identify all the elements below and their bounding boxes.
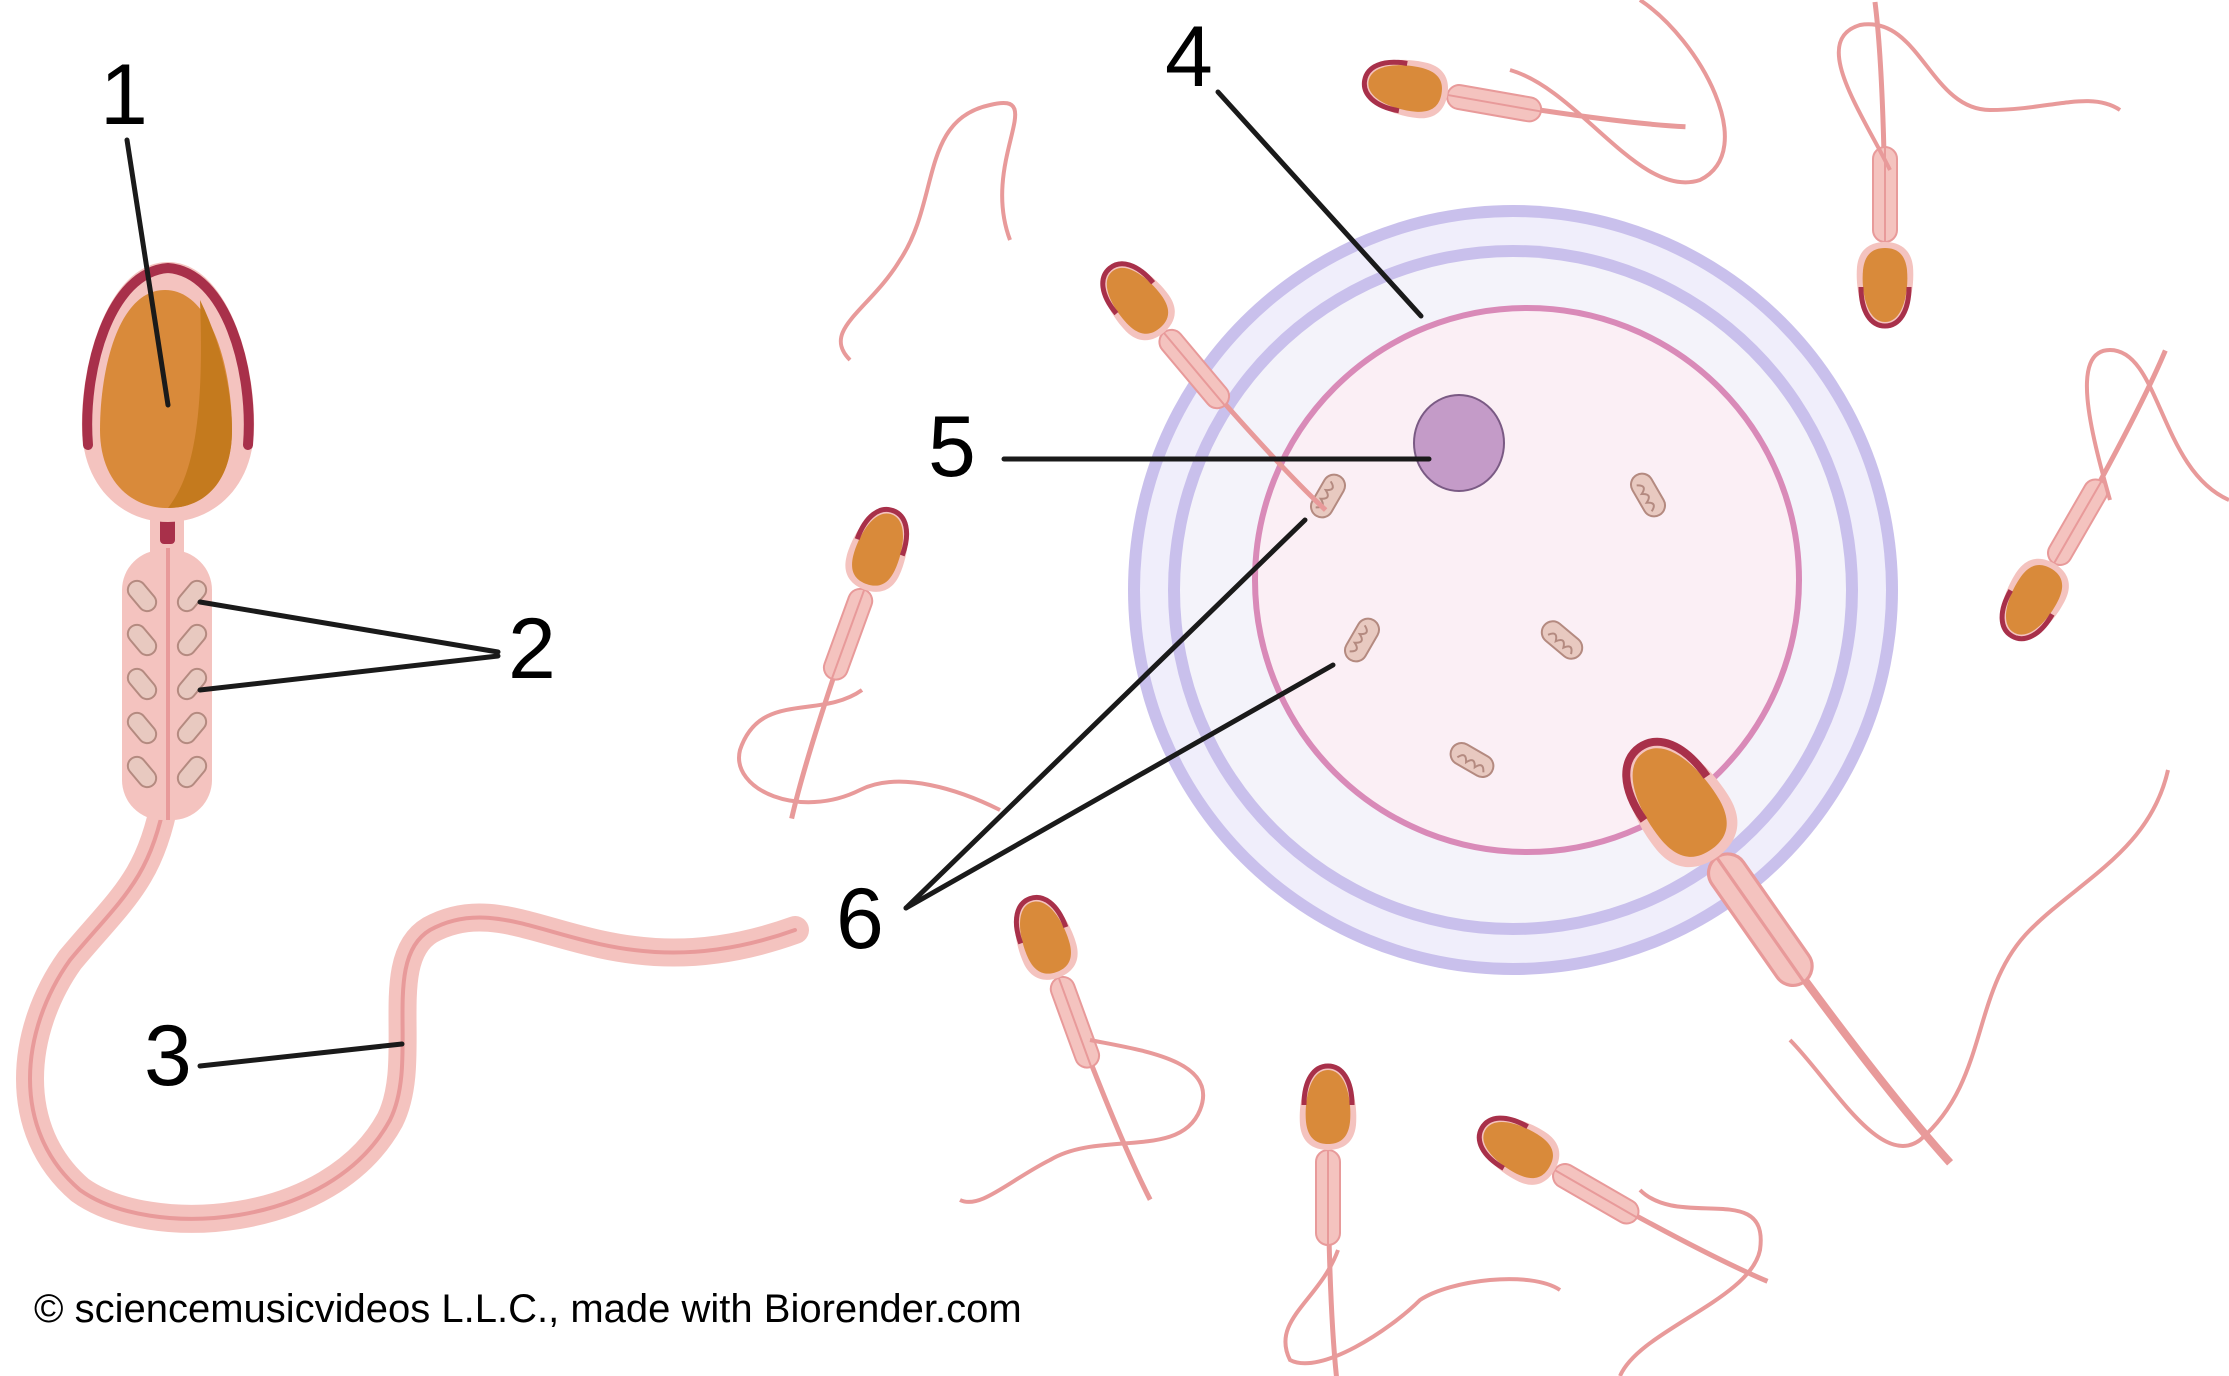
plasma-membrane xyxy=(1252,305,1802,855)
large-sperm-mitochondria xyxy=(126,579,208,789)
label-6: 6 xyxy=(836,871,884,967)
leader-6b xyxy=(903,662,1336,911)
sperm-1 xyxy=(756,500,920,825)
wavy-tails xyxy=(737,0,2229,1376)
label-2: 2 xyxy=(508,601,556,697)
egg-nucleus xyxy=(1413,394,1505,492)
leader-2b xyxy=(197,653,501,693)
label-4: 4 xyxy=(1165,9,1213,105)
credit-text: © sciencemusicvideos L.L.C., made with B… xyxy=(34,1287,1022,1331)
large-sperm xyxy=(16,262,809,1233)
leader-6a xyxy=(903,517,1308,911)
sperm-7 xyxy=(1300,1065,1357,1376)
leader-lines xyxy=(124,89,1432,1069)
label-5: 5 xyxy=(928,399,976,495)
sperm-3 xyxy=(1359,52,1689,164)
leader-3 xyxy=(197,1041,405,1069)
egg xyxy=(1128,205,1898,975)
leader-2a xyxy=(197,599,501,655)
acrosome xyxy=(82,262,254,450)
sperm-5 xyxy=(1987,341,2199,651)
label-3: 3 xyxy=(144,1008,192,1104)
leader-4 xyxy=(1215,89,1424,319)
label-1: 1 xyxy=(100,47,148,143)
leader-1 xyxy=(124,137,171,408)
